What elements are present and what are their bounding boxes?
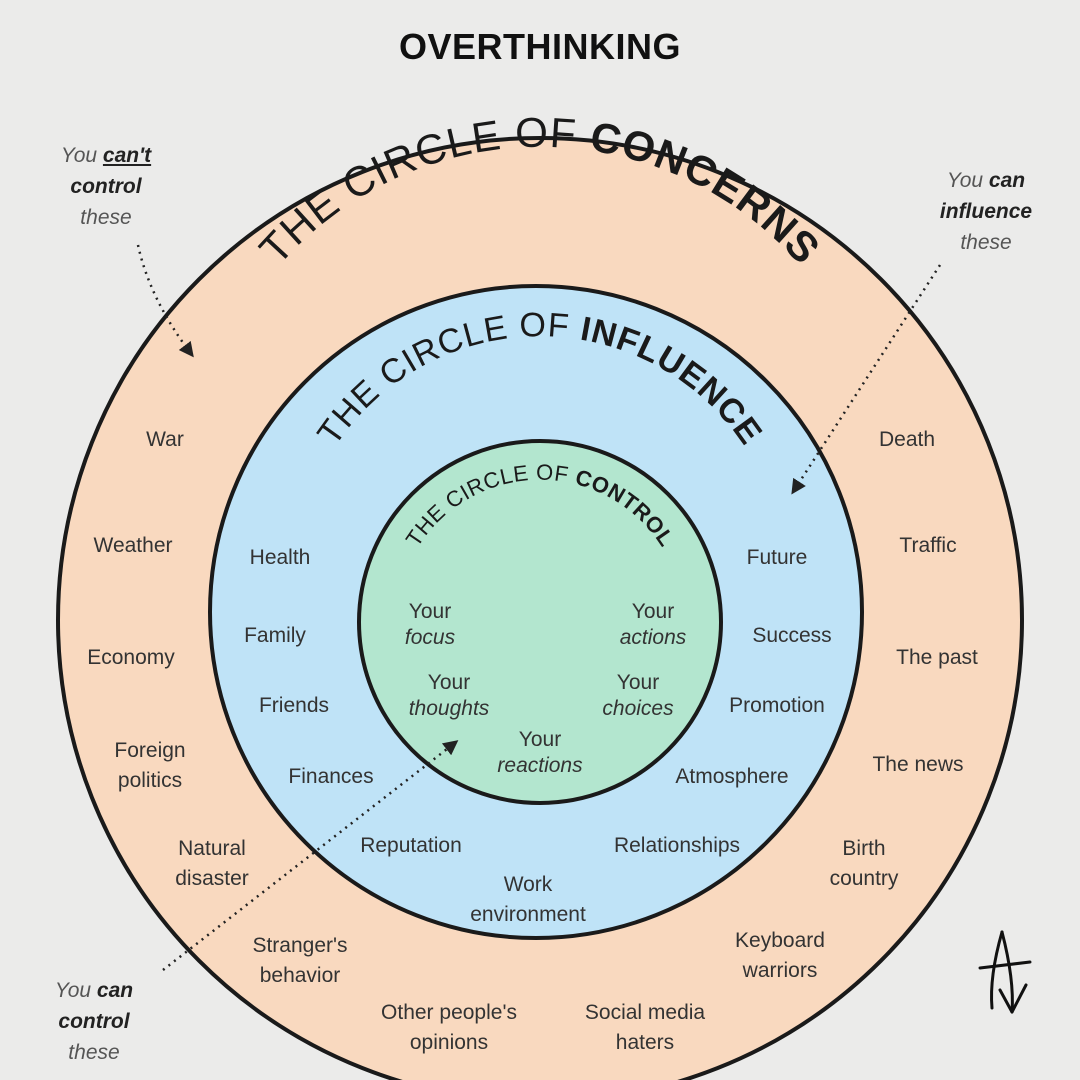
concern-item: War: [146, 425, 184, 455]
influence-item: Health: [250, 543, 311, 573]
influence-item-line: Atmosphere: [675, 765, 789, 788]
concern-item: Economy: [87, 643, 175, 673]
influence-item: Success: [752, 621, 831, 651]
control-item: Your actions: [620, 599, 687, 651]
concern-item-line: The news: [872, 753, 964, 776]
control-item-line: reactions: [497, 753, 582, 779]
influence-item: Reputation: [360, 831, 462, 861]
signature-logo-icon: [978, 930, 1032, 1014]
concern-item-line: haters: [615, 1031, 675, 1054]
control-item-line: Your: [631, 600, 675, 623]
influence-item: Atmosphere: [675, 762, 788, 792]
control-item: Your reactions: [497, 727, 582, 779]
concern-item: Keyboard warriors: [735, 926, 825, 986]
control-item-line: Your: [616, 671, 660, 694]
concern-item-line: War: [146, 428, 184, 451]
concern-item: Natural disaster: [175, 834, 249, 894]
concern-item-line: Weather: [93, 534, 173, 557]
arrow-can-influence: [791, 264, 942, 495]
concern-item-line: Birth: [842, 837, 886, 860]
concern-item: Foreign politics: [114, 736, 185, 796]
note-cant-control: You can't control these: [60, 144, 152, 229]
concern-item-line: Natural: [178, 837, 246, 860]
influence-item-line: Success: [752, 624, 832, 647]
concern-item: Death: [879, 425, 935, 455]
concern-item: Other people's opinions: [381, 998, 517, 1058]
influence-item-line: Friends: [258, 694, 330, 717]
concern-item-line: disaster: [175, 867, 249, 890]
concern-item-line: politics: [117, 769, 183, 792]
concern-item-line: opinions: [409, 1031, 489, 1054]
control-item-line: Your: [427, 671, 471, 694]
concern-item: Traffic: [899, 531, 956, 561]
concern-item-line: Social media: [584, 1001, 706, 1024]
control-item-emphasis: thoughts: [408, 697, 490, 720]
concern-item: Stranger's behavior: [252, 931, 347, 991]
influence-item-line: Work: [503, 873, 553, 896]
influence-item-line: Finances: [288, 765, 374, 788]
control-item-line: actions: [620, 625, 687, 651]
control-item-line: choices: [602, 696, 673, 722]
influence-item: Promotion: [729, 691, 825, 721]
influence-item-line: Promotion: [729, 694, 825, 717]
concern-item-line: warriors: [742, 959, 818, 982]
influence-item: Future: [747, 543, 808, 573]
control-item: Your focus: [405, 599, 455, 651]
concern-item: The past: [896, 643, 978, 673]
concern-item-line: behavior: [259, 964, 341, 987]
concern-item-line: The past: [896, 646, 978, 669]
circle-of-control: [357, 439, 723, 805]
concern-item-line: Foreign: [114, 739, 186, 762]
concern-item-line: Stranger's: [252, 934, 348, 957]
concern-item-line: Economy: [87, 646, 175, 669]
influence-item: Family: [244, 621, 306, 651]
note-can-influence: You can influence these: [939, 169, 1033, 254]
influence-item-line: Reputation: [360, 834, 462, 857]
influence-item: Relationships: [614, 831, 740, 861]
concern-item-line: country: [829, 867, 899, 890]
control-item-emphasis: choices: [602, 697, 674, 720]
concern-item: Birth country: [830, 834, 899, 894]
concern-item-line: Traffic: [899, 534, 957, 557]
influence-item: Work environment: [470, 870, 586, 930]
concern-item: The news: [872, 750, 963, 780]
note-can-control: You can control these: [54, 979, 134, 1064]
concern-item-line: Death: [878, 428, 936, 451]
control-item-line: Your: [408, 600, 452, 623]
control-item-emphasis: focus: [404, 626, 456, 649]
influence-item: Finances: [288, 762, 373, 792]
control-item-emphasis: reactions: [497, 754, 583, 777]
concern-item-line: Keyboard: [735, 929, 825, 952]
arrow-can-control: [162, 740, 459, 971]
influence-item-line: Future: [746, 546, 808, 569]
influence-item-line: environment: [470, 903, 586, 926]
page-title: OVERTHINKING: [398, 26, 681, 67]
influence-item-line: Relationships: [613, 834, 741, 857]
influence-item-line: Health: [249, 546, 311, 569]
control-item-line: thoughts: [409, 696, 490, 722]
concern-item: Social media haters: [585, 998, 705, 1058]
control-item-emphasis: actions: [619, 626, 687, 649]
influence-item-line: Family: [244, 624, 306, 647]
control-item: Your choices: [602, 670, 673, 722]
concern-item-line: Other people's: [381, 1001, 517, 1024]
control-item: Your thoughts: [409, 670, 490, 722]
control-item-line: focus: [405, 625, 455, 651]
concern-item: Weather: [94, 531, 173, 561]
influence-item: Friends: [259, 691, 329, 721]
control-item-line: Your: [518, 728, 562, 751]
